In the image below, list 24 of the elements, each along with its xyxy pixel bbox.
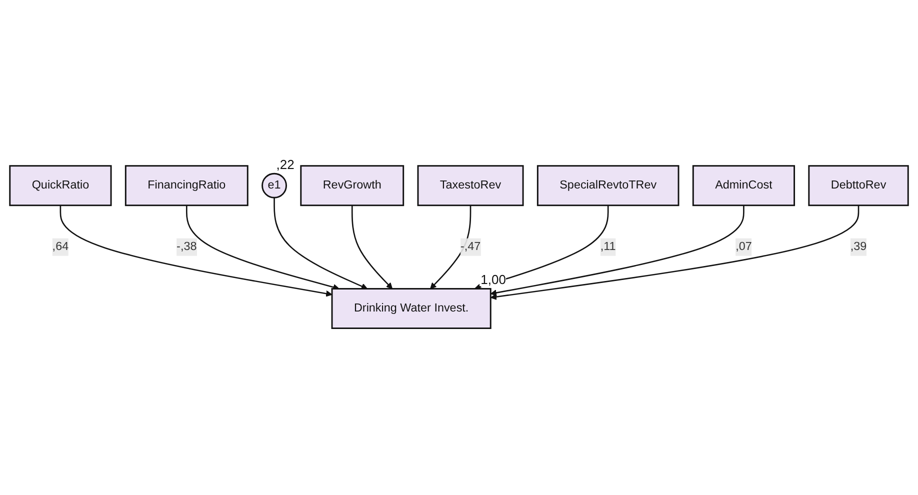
- node-box: TaxestoRev: [417, 166, 524, 207]
- edge-label: ,64: [52, 240, 69, 254]
- arrow: [490, 206, 744, 296]
- node-box: QuickRatio: [9, 166, 112, 207]
- arrow: [60, 206, 332, 298]
- arrow: [274, 198, 368, 290]
- arrow: [430, 206, 472, 290]
- edge-label: ,07: [736, 240, 752, 254]
- estimate-label: 1,00: [480, 273, 506, 288]
- node-box: SpecialRevtoTRev: [536, 166, 680, 207]
- arrow: [351, 206, 393, 290]
- arrow: [490, 206, 860, 300]
- node-box: RevGrowth: [300, 166, 404, 207]
- node-box: AdminCost: [692, 166, 796, 207]
- edge-label: ,39: [850, 240, 867, 254]
- node-circle: e1: [262, 173, 287, 199]
- node-box: DebttoRev: [808, 166, 909, 207]
- edge-label: -,38: [176, 240, 197, 254]
- estimate-label: ,22: [276, 158, 294, 172]
- arrow: [186, 206, 340, 291]
- node-box: FinancingRatio: [124, 166, 248, 207]
- edge-label: ,11: [600, 240, 616, 254]
- edge-label: -,47: [460, 240, 481, 254]
- node-box: Drinking Water Invest.: [331, 288, 492, 330]
